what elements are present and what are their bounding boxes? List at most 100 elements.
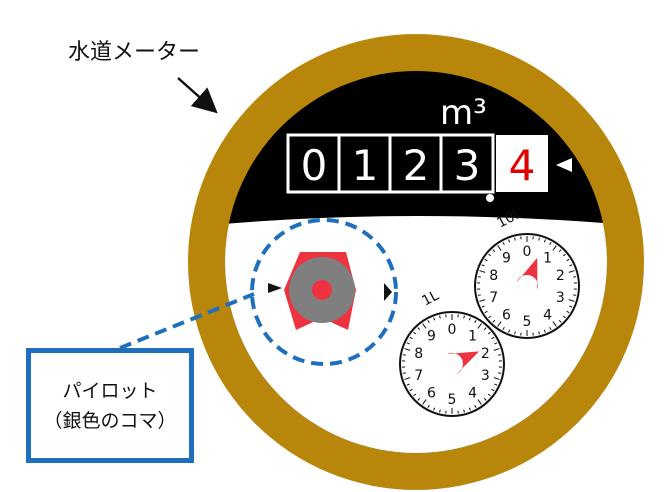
dial-1l-tick <box>427 404 430 409</box>
callout-line2: （銀色のコマ） <box>43 409 177 432</box>
dial-1l-tick <box>404 377 411 380</box>
dial-10l-tick <box>492 249 496 253</box>
dial-1l-tick <box>477 323 482 329</box>
dial-1l-number: 8 <box>414 346 423 362</box>
dial-10l-tick <box>508 329 511 333</box>
dial-1l-number: 4 <box>468 385 477 401</box>
dial-10l-tick <box>481 305 485 308</box>
dial-10l-tick <box>552 245 557 251</box>
pilot-highlight <box>250 218 398 366</box>
dial-1l-tick <box>474 319 477 324</box>
counter-digit: 1 <box>352 141 379 190</box>
dial-1l-tick <box>422 399 427 405</box>
dial-10l-tick <box>479 299 486 302</box>
dial-1l-number: 3 <box>481 368 490 384</box>
dial-10l-tick <box>558 319 562 323</box>
dial-1l-tick <box>409 336 413 340</box>
dial-10l-tick <box>538 237 540 241</box>
dial-10l-tick <box>549 326 552 331</box>
dial-1l-tick <box>493 348 500 351</box>
dial-10l-tick <box>479 270 486 273</box>
dial-10l-tick <box>488 253 492 257</box>
dial-10l-tick <box>538 331 540 335</box>
dial-1l-number: 1 <box>468 329 477 345</box>
dial-10l-number: 5 <box>523 314 532 330</box>
dial-1l-tick <box>422 323 427 329</box>
decimal-point <box>486 194 494 202</box>
dial-10l-tick <box>562 315 566 319</box>
title-arrow <box>177 77 218 114</box>
dial-10l-tick <box>568 299 575 302</box>
dial-1l-tick <box>413 393 417 397</box>
dial-1l-tick <box>404 348 411 351</box>
counter-digit: 2 <box>403 141 430 190</box>
dial-1l-tick <box>439 409 441 413</box>
pilot <box>268 252 392 330</box>
dial-10l-tick <box>488 315 492 319</box>
dial-1l-tick <box>483 397 487 401</box>
dial-10l-number: 6 <box>502 307 511 323</box>
callout-line1: パイロット <box>62 379 158 402</box>
dial-1l-tick <box>427 319 430 324</box>
dial-1l-tick <box>409 388 413 392</box>
dial-1l-tick <box>494 383 498 386</box>
dial-1l-tick <box>402 354 406 356</box>
dial-10l-pointer <box>516 257 538 290</box>
dial-1l-tick <box>463 409 465 413</box>
dial-1l-tick <box>417 327 421 331</box>
dial-10l-tick <box>514 237 516 241</box>
dial-1l-label: 1L <box>419 287 441 309</box>
dial-1l-tick <box>491 336 495 340</box>
dial-10l-tick <box>543 239 546 243</box>
dial-10l-number: 9 <box>502 251 511 267</box>
dial-1l-face <box>399 311 505 417</box>
dial-10l-tick <box>558 249 562 253</box>
dial-1l-tick <box>494 342 498 345</box>
dial-1l-tick <box>491 388 495 392</box>
dial-1l-tick <box>498 354 502 356</box>
dial-10l-number: 0 <box>523 244 532 260</box>
dial-1l-tick <box>483 327 487 331</box>
dial-10l-tick <box>573 294 577 296</box>
dial-1l-tick <box>413 331 417 335</box>
dial-10l-tick <box>481 264 485 267</box>
dial-1l-tick <box>487 331 491 335</box>
dial-10l-tick <box>569 305 573 308</box>
dial-10l-tick <box>497 245 502 251</box>
counter-digit: 3 <box>454 141 481 190</box>
dial-1l-number: 5 <box>448 392 457 408</box>
dial-1l-tick <box>498 372 502 374</box>
pilot-center <box>312 280 332 300</box>
dial-10l-tick <box>508 239 511 243</box>
dial-10l-number: 1 <box>543 251 552 267</box>
dial-10l-tick <box>549 241 552 246</box>
dial-10l-tick <box>569 264 573 267</box>
dial-1l-pointer <box>447 351 480 374</box>
dial-1l-tick <box>433 407 436 411</box>
pilot-leader-line <box>119 292 255 350</box>
dial-10l-tick <box>568 270 575 273</box>
dial-1l-tick <box>402 372 406 374</box>
dial-10l-number: 4 <box>543 307 552 323</box>
dial-1l-number: 6 <box>427 385 436 401</box>
dial-1l-number: 7 <box>414 368 423 384</box>
red-digit: 4 <box>509 141 536 190</box>
dial-10l-number: 7 <box>489 290 498 306</box>
dial-10l-tick <box>502 241 505 246</box>
dial-10l-tick <box>502 326 505 331</box>
dial-10l-tick <box>566 310 570 314</box>
dial-10l-tick <box>484 310 488 314</box>
dial-1l-tick <box>406 342 410 345</box>
counter-indicator <box>556 158 572 172</box>
unit-label: m³ <box>440 93 487 133</box>
dial-10l-tick <box>566 258 570 262</box>
dial-1l-tick <box>463 315 465 319</box>
dial-1l-tick <box>468 407 471 411</box>
dial-1l-tick <box>417 397 421 401</box>
pilot-marker-left <box>268 283 282 293</box>
title-label: 水道メーター <box>68 40 201 65</box>
dial-10l-number: 8 <box>489 268 498 284</box>
dial-10l-tick <box>573 276 577 278</box>
pilot-marker-right <box>384 283 392 301</box>
